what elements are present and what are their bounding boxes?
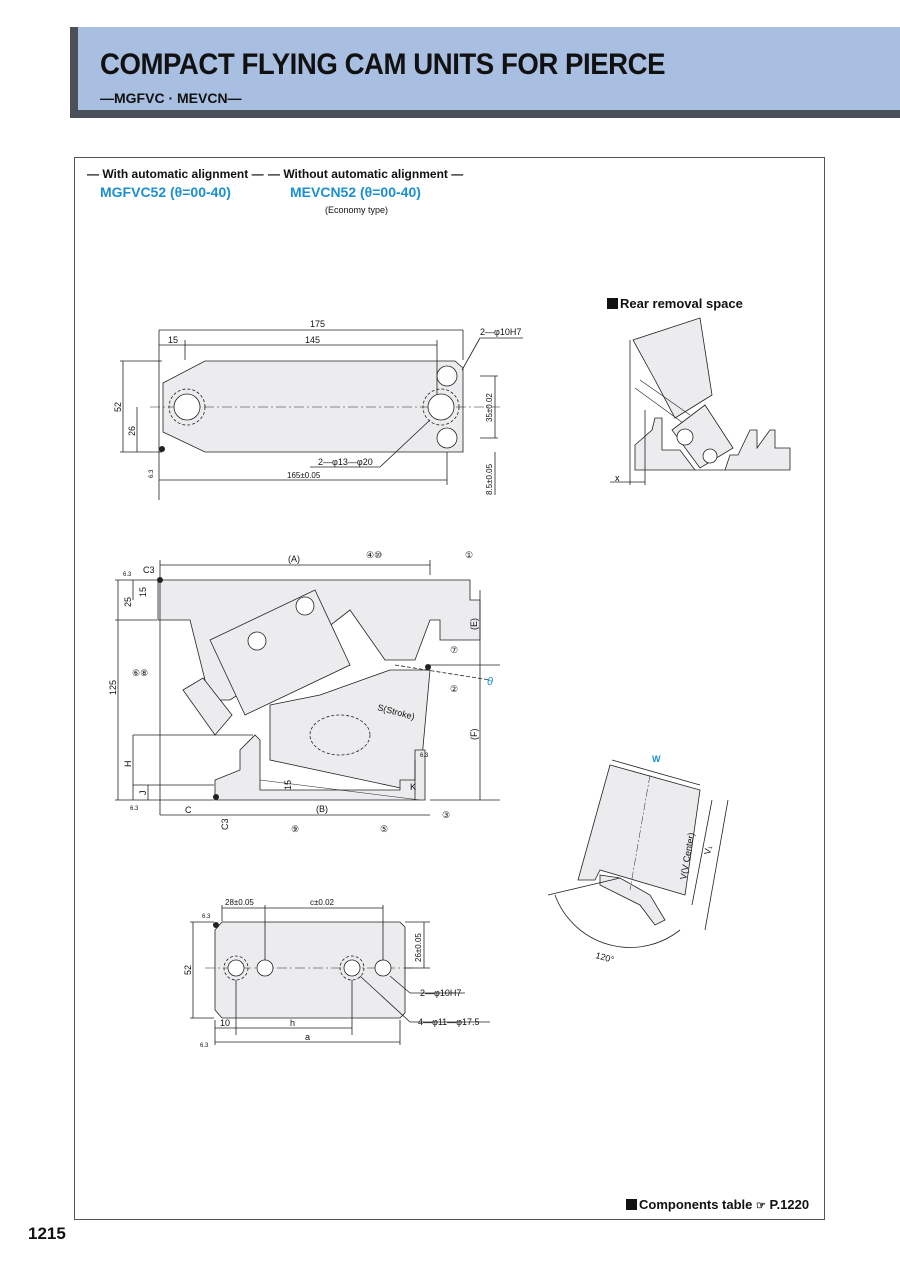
square-bullet-icon xyxy=(626,1199,637,1210)
side-dim-25: 25 xyxy=(123,597,133,607)
square-bullet-icon xyxy=(607,298,618,309)
bottom-dim-26: 26±0.05 xyxy=(414,933,423,962)
side-dim-J: J xyxy=(138,791,148,796)
angle-view-body xyxy=(577,764,701,896)
bottom-surface-mark-1: 6.3 xyxy=(202,914,211,920)
side-dim-C: C xyxy=(185,805,192,815)
variant-model-auto: MGFVC52 (θ=00-40) xyxy=(100,184,231,200)
balloon-7: ⑦ xyxy=(450,645,458,655)
top-dim-175: 175 xyxy=(310,319,325,329)
top-dim-15: 15 xyxy=(168,335,178,345)
bottom-dim-bolt: 4—φ11—φ17.5 xyxy=(418,1017,480,1027)
reference-arrow-icon: ☞ xyxy=(756,1200,766,1212)
header-left-band xyxy=(70,27,78,118)
side-dim-B: (B) xyxy=(316,804,328,814)
side-dim-H: H xyxy=(123,761,133,768)
side-dim-C3-bottom: C3 xyxy=(220,818,230,830)
content-frame xyxy=(74,157,825,1220)
side-dim-125: 125 xyxy=(108,680,118,695)
balloon-9: ⑨ xyxy=(291,824,299,834)
header-bottom-band xyxy=(76,110,900,118)
bottom-dim-10: 10 xyxy=(220,1018,230,1028)
side-dim-K: K xyxy=(410,782,416,792)
side-dim-E: (E) xyxy=(469,618,479,630)
bottom-dim-pin: 2—φ10H7 xyxy=(420,988,461,998)
top-dim-pin: 2—φ10H7 xyxy=(480,327,521,337)
balloon-3: ③ xyxy=(442,810,450,820)
variant-model-manual: MEVCN52 (θ=00-40) xyxy=(290,184,421,200)
bottom-dim-28: 28±0.05 xyxy=(225,898,254,907)
page-number: 1215 xyxy=(28,1224,66,1243)
top-dim-bolt: 2—φ13—φ20 xyxy=(318,457,373,467)
page-subtitle: —MGFVC · MEVCN— xyxy=(100,90,242,106)
rear-removal-title: Rear removal space xyxy=(607,296,743,311)
side-dim-C3-top: C3 xyxy=(143,565,155,575)
variant-label-auto: — With automatic alignment — xyxy=(87,167,264,181)
side-dim-F: (F) xyxy=(469,729,479,741)
bottom-dim-c: c±0.02 xyxy=(310,898,335,907)
balloon-1: ① xyxy=(465,550,473,560)
top-dim-35: 35±0.02 xyxy=(485,393,494,422)
top-dim-145: 145 xyxy=(305,335,320,345)
side-theta: θ xyxy=(487,676,493,688)
components-table-ref[interactable]: Components table ☞ P.1220 xyxy=(626,1197,809,1212)
variant-label-manual: — Without automatic alignment — xyxy=(268,167,464,181)
top-view-body xyxy=(162,360,464,453)
side-dim-A: (A) xyxy=(288,554,300,564)
balloon-5: ⑤ xyxy=(380,824,388,834)
angle-dim-120: 120° xyxy=(594,950,615,965)
bottom-dim-52: 52 xyxy=(183,965,193,975)
top-surface-mark: 6.3 xyxy=(149,469,155,478)
top-dim-52: 52 xyxy=(113,402,123,412)
header-banner xyxy=(76,27,900,113)
balloon-6-8: ⑥⑧ xyxy=(132,668,148,678)
bottom-dim-h: h xyxy=(290,1018,295,1028)
variant-note: (Economy type) xyxy=(325,205,389,215)
rear-x-label: x xyxy=(615,473,620,483)
balloon-2: ② xyxy=(450,684,458,694)
balloon-4-10: ④⑩ xyxy=(366,550,382,560)
side-surface-mark-3: 6.3 xyxy=(130,806,139,812)
angle-dim-W: W xyxy=(652,754,661,764)
top-dim-8-5: 8.5±0.05 xyxy=(485,463,494,495)
side-dim-15-lower: 15 xyxy=(283,780,293,790)
page-title: COMPACT FLYING CAM UNITS FOR PIERCE xyxy=(100,48,666,81)
side-base xyxy=(214,734,426,801)
side-surface-mark-1: 6.3 xyxy=(123,572,132,578)
top-dim-26: 26 xyxy=(127,426,137,436)
top-dim-165: 165±0.05 xyxy=(287,471,321,480)
side-holder xyxy=(209,589,351,716)
bottom-view-body xyxy=(214,921,406,1019)
side-surface-mark-2: 6.3 xyxy=(420,753,429,759)
bottom-dim-a: a xyxy=(305,1032,310,1042)
angle-dim-V1: V₁ xyxy=(702,845,713,856)
side-lower-cam xyxy=(269,669,431,791)
bottom-surface-mark-2: 6.3 xyxy=(200,1043,209,1049)
side-dim-15: 15 xyxy=(138,587,148,597)
